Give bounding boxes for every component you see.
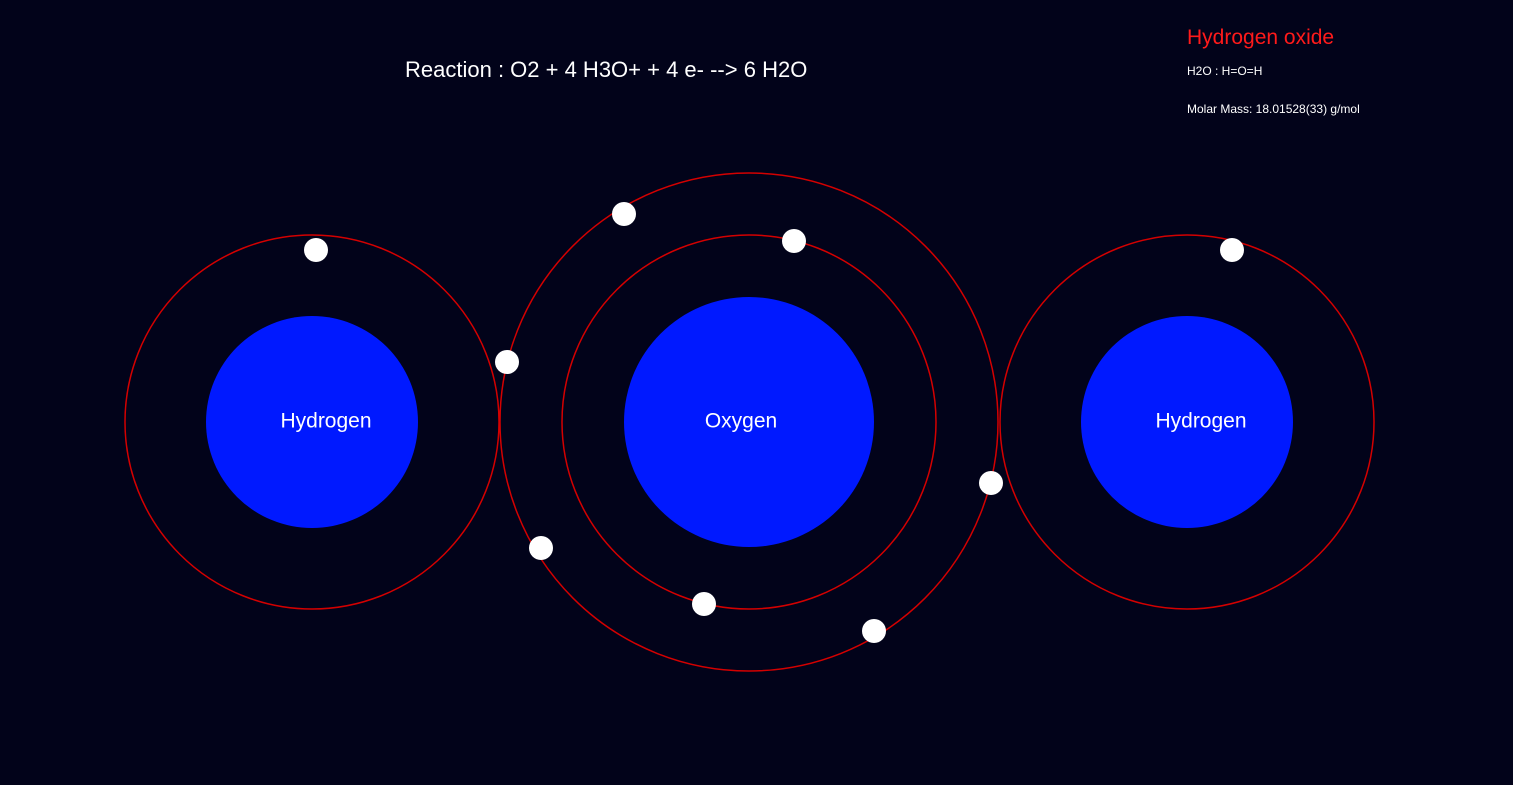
reaction-equation: Reaction : O2 + 4 H3O+ + 4 e- --> 6 H2O [405,57,808,82]
electron [979,471,1003,495]
electron [612,202,636,226]
info-panel: Hydrogen oxide H2O : H=O=H Molar Mass: 1… [1187,26,1360,116]
orbit-shell-2 [499,172,999,672]
molecule-formula: H2O : H=O=H [1187,64,1263,78]
electron [862,619,886,643]
orbit-shell-1 [124,234,500,610]
atom-hydrogen-left: Hydrogen [124,234,500,610]
electron [692,592,716,616]
orbit-shell-1 [999,234,1375,610]
molar-mass: Molar Mass: 18.01528(33) g/mol [1187,102,1360,116]
electron [1220,238,1244,262]
electron [495,350,519,374]
atom-label-hydrogen-left: Hydrogen [280,410,371,433]
atom-oxygen: Oxygen [495,172,1003,672]
atom-hydrogen-right: Hydrogen [999,234,1375,610]
nucleus-oxygen [624,297,874,547]
electron [782,229,806,253]
nucleus-hydrogen-right [1081,316,1293,528]
atom-label-oxygen: Oxygen [705,410,777,433]
molecule-name: Hydrogen oxide [1187,26,1335,49]
atom-label-hydrogen-right: Hydrogen [1155,410,1246,433]
orbit-shell-1 [561,234,937,610]
electron [529,536,553,560]
nucleus-hydrogen-left [206,316,418,528]
electron [304,238,328,262]
